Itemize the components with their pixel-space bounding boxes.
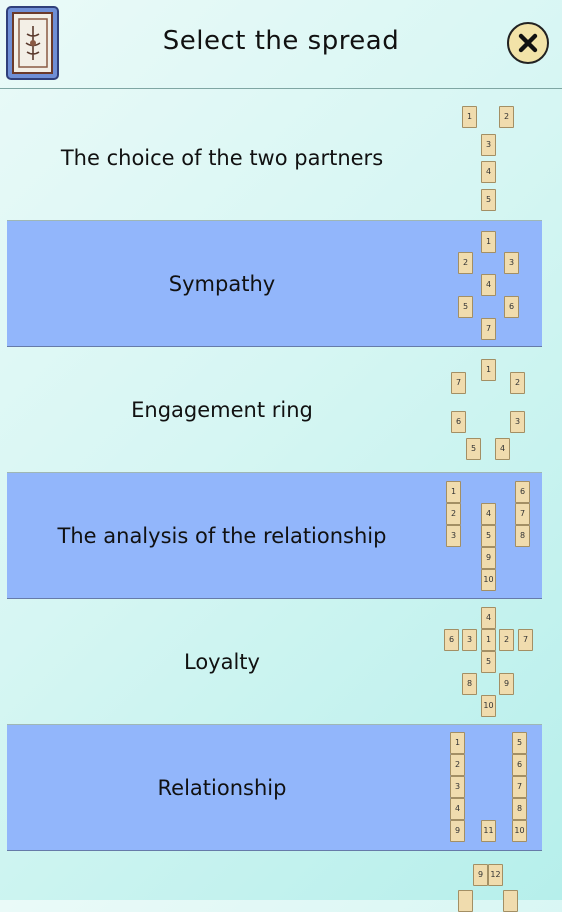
layout-card: 6 (504, 296, 519, 318)
deck-thumbnail[interactable] (6, 6, 59, 80)
layout-card: 3 (504, 252, 519, 274)
spread-title: Engagement ring (131, 397, 313, 422)
close-button[interactable] (507, 22, 549, 64)
layout-card: 4 (450, 798, 465, 820)
layout-card: 1 (481, 231, 496, 253)
layout-card: 10 (481, 695, 496, 717)
layout-card: 7 (481, 318, 496, 340)
layout-card: 2 (450, 754, 465, 776)
layout-card: 7 (451, 372, 466, 394)
layout-card: 1 (481, 629, 496, 651)
layout-card: 5 (466, 438, 481, 460)
spread-item-loyalty[interactable]: Loyalty 4 6 3 1 2 7 5 8 9 10 (7, 599, 542, 725)
layout-card: 2 (499, 629, 514, 651)
layout-card: 6 (512, 754, 527, 776)
layout-card: 4 (481, 274, 496, 296)
spread-item-partial[interactable]: 9 12 (7, 851, 542, 912)
layout-card: 6 (444, 629, 459, 651)
layout-card: 5 (481, 651, 496, 673)
spread-title: Sympathy (168, 271, 276, 296)
spread-item-sympathy[interactable]: Sympathy 1 2 3 4 5 6 7 (7, 221, 542, 347)
layout-card: 7 (515, 503, 530, 525)
spread-title: Relationship (157, 775, 287, 800)
header-bar: Select the spread (0, 0, 562, 88)
layout-card: 3 (450, 776, 465, 798)
layout-card: 4 (495, 438, 510, 460)
layout-card: 3 (446, 525, 461, 547)
layout-card: 12 (488, 864, 503, 886)
layout-card: 9 (450, 820, 465, 842)
layout-card: 3 (481, 134, 496, 156)
layout-card: 3 (510, 411, 525, 433)
layout-card: 5 (512, 732, 527, 754)
layout-card: 7 (518, 629, 533, 651)
layout-card-cut (503, 890, 518, 912)
spread-title: Loyalty (184, 649, 260, 674)
layout-card: 7 (512, 776, 527, 798)
layout-card: 9 (473, 864, 488, 886)
layout-card: 5 (481, 525, 496, 547)
layout-card: 8 (515, 525, 530, 547)
layout-card: 8 (462, 673, 477, 695)
layout-card: 1 (446, 481, 461, 503)
layout-card: 2 (458, 252, 473, 274)
layout-card: 5 (481, 189, 496, 211)
layout-card: 4 (481, 161, 496, 183)
layout-card: 4 (481, 503, 496, 525)
layout-card: 2 (499, 106, 514, 128)
spread-title: The analysis of the relationship (57, 523, 387, 548)
card-back-icon (12, 12, 53, 74)
layout-card: 11 (481, 820, 496, 842)
layout-card: 1 (450, 732, 465, 754)
layout-card: 2 (446, 503, 461, 525)
spread-item-relationship-analysis[interactable]: The analysis of the relationship 1 6 2 4… (7, 473, 542, 599)
close-icon (518, 33, 538, 53)
spread-item-engagement-ring[interactable]: Engagement ring 1 7 2 6 3 5 4 (7, 347, 542, 473)
layout-card: 8 (512, 798, 527, 820)
page-title: Select the spread (162, 26, 400, 56)
layout-card: 10 (481, 569, 496, 591)
layout-card: 1 (462, 106, 477, 128)
layout-card: 9 (481, 547, 496, 569)
layout-card: 4 (481, 607, 496, 629)
layout-card: 6 (451, 411, 466, 433)
header-divider (0, 88, 562, 89)
spread-item-relationship[interactable]: Relationship 1 5 2 6 3 7 4 8 9 11 10 (7, 725, 542, 851)
layout-card: 9 (499, 673, 514, 695)
layout-card: 10 (512, 820, 527, 842)
layout-card: 5 (458, 296, 473, 318)
layout-card-cut (458, 890, 473, 912)
spread-title: The choice of the two partners (60, 145, 384, 170)
layout-card: 1 (481, 359, 496, 381)
layout-card: 3 (462, 629, 477, 651)
layout-card: 6 (515, 481, 530, 503)
spread-item-two-partners[interactable]: The choice of the two partners 1 2 3 4 5 (7, 95, 542, 221)
layout-card: 2 (510, 372, 525, 394)
